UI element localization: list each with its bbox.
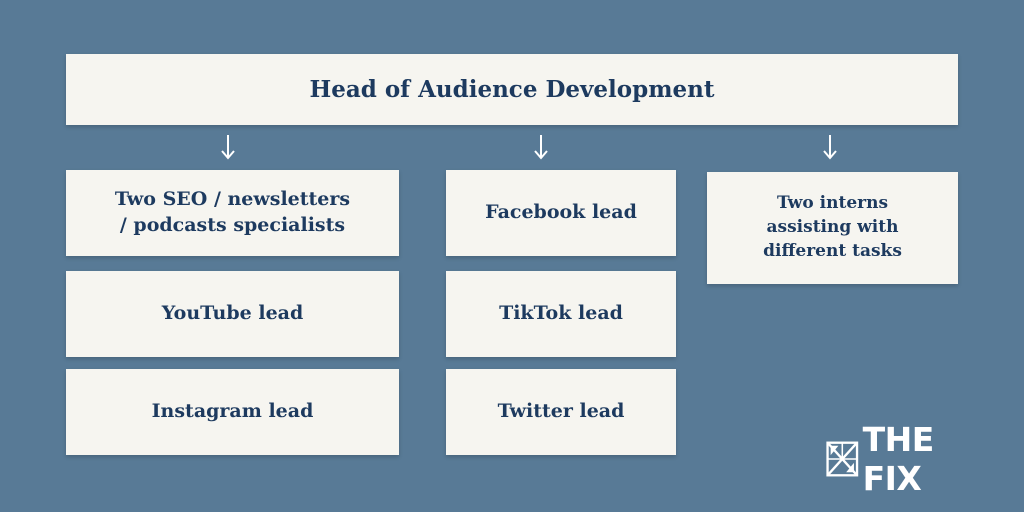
arrow-down-icon (534, 135, 548, 160)
youtube-lead-box: YouTube lead (66, 271, 399, 357)
arrow-down-icon (221, 135, 235, 160)
logo-text: THE FIX (862, 420, 935, 498)
box-label: Facebook lead (485, 201, 637, 224)
the-fix-logo-icon (826, 441, 859, 477)
interns-box: Two interns assisting with different tas… (707, 172, 958, 284)
facebook-lead-box: Facebook lead (446, 170, 676, 256)
seo-newsletters-podcasts-box: Two SEO / newsletters / podcasts special… (66, 170, 399, 256)
the-fix-logo: THE FIX (826, 420, 972, 498)
box-label: YouTube lead (161, 302, 304, 325)
arrow-down-icon (823, 135, 837, 160)
box-label: Two SEO / newsletters / podcasts special… (114, 188, 351, 236)
box-label: Instagram lead (151, 400, 314, 423)
instagram-lead-box: Instagram lead (66, 369, 399, 455)
tiktok-lead-box: TikTok lead (446, 271, 676, 357)
box-label: Two interns assisting with different tas… (763, 193, 902, 261)
box-label: Twitter lead (497, 400, 625, 423)
head-of-audience-development-box: Head of Audience Development (66, 54, 958, 125)
head-label: Head of Audience Development (309, 76, 715, 103)
box-label: TikTok lead (499, 302, 623, 325)
twitter-lead-box: Twitter lead (446, 369, 676, 455)
